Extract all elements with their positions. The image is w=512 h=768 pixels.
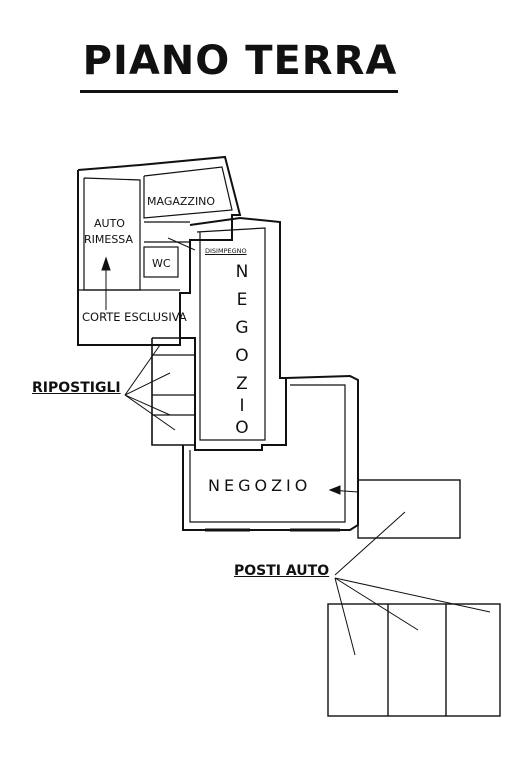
title-underline [80,90,398,93]
ripostigli-outline [151,337,196,446]
label-auto: AUTO [94,217,125,230]
negozio-vertical-letter: Z [236,374,248,394]
parking-block [327,603,501,717]
label-posti-auto: POSTI AUTO [234,563,330,579]
magazzino-inner [143,166,233,219]
label-ripostigli: RIPOSTIGLI [32,380,121,396]
negozio-vertical-inner [196,227,266,441]
rimessa-outline [77,155,242,346]
label-disimpegno: DISIMPEGNO [205,247,247,255]
label-corte-esclusiva: CORTE ESCLUSIVA [82,310,187,324]
plan-title: PIANO TERRA [82,38,398,84]
negozio-vertical-letter: G [235,318,249,338]
parking-side [357,479,461,539]
negozio-main-inner [189,384,346,523]
label-rimessa: RIMESSA [84,233,134,246]
negozio-vertical-letter: O [235,418,249,438]
leader-lines [101,237,491,656]
label-magazzino: MAGAZZINO [147,195,216,208]
negozio-vertical-letter: O [235,346,249,366]
negozio-vertical-letter: E [236,290,248,310]
label-negozio-main: NEGOZIO [208,476,312,495]
negozio-vertical-letter: I [239,396,245,416]
negozio-vertical-letter: N [235,262,249,282]
label-wc: WC [152,257,171,270]
negozio-main-outline [182,374,359,531]
